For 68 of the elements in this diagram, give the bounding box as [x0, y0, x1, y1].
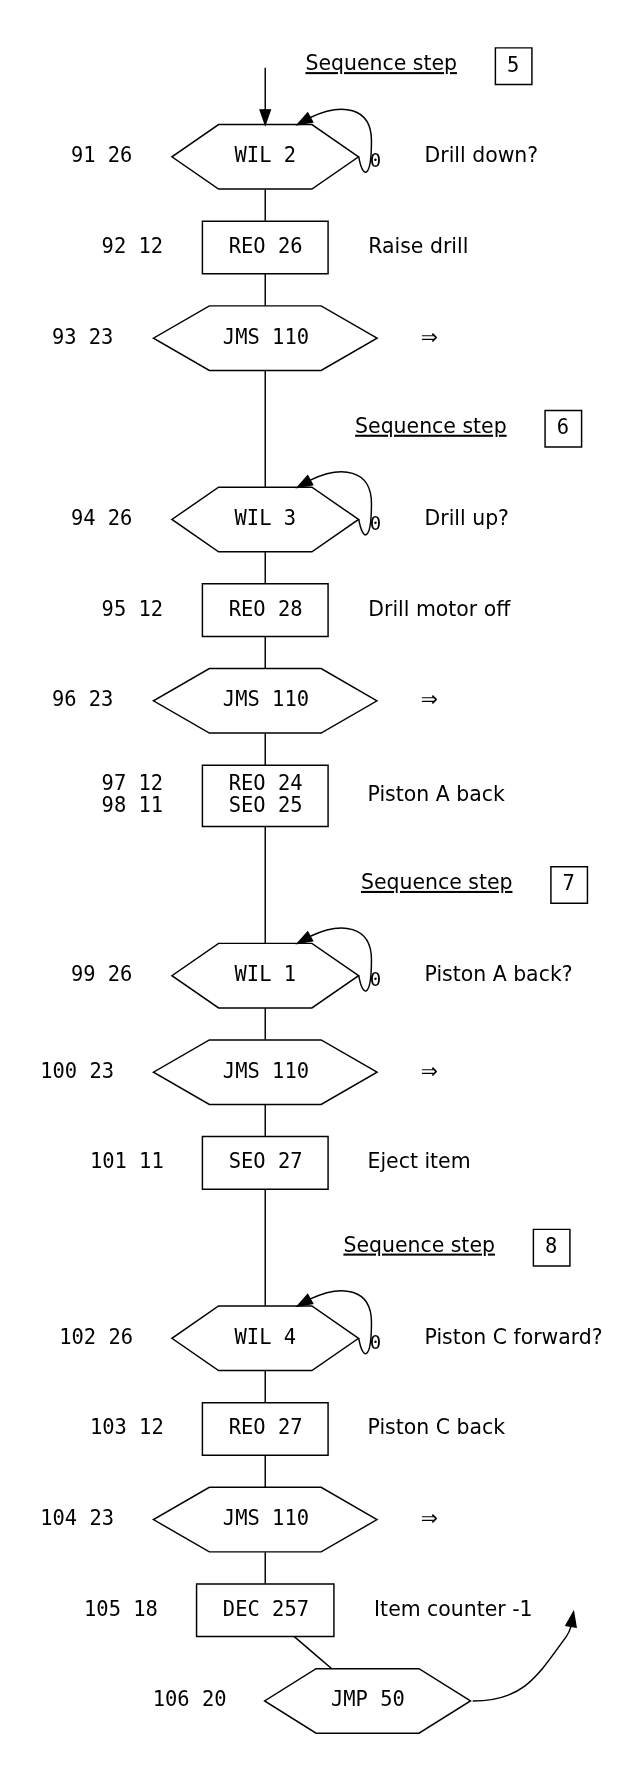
node-label: Piston A back: [367, 782, 505, 807]
node-label: ⇒: [420, 1058, 438, 1083]
arrow: [259, 66, 272, 127]
node-box: REO 26: [201, 220, 329, 275]
node-label: Sequence step: [343, 1232, 495, 1257]
node-box: 7: [550, 866, 589, 904]
edge-label: 0: [369, 1330, 382, 1353]
node-label: 100 23: [40, 1058, 115, 1083]
arrow: [472, 1609, 577, 1702]
node-label: 97 12: [101, 771, 164, 796]
node-label: 91 26: [70, 143, 133, 168]
node-box: REO 24 SEO 25: [201, 764, 329, 828]
connector: [264, 1188, 266, 1307]
node-label: Sequence step: [360, 869, 513, 894]
node-box: REO 28: [201, 583, 329, 638]
connector: [264, 826, 266, 944]
node-label: 102 26: [59, 1324, 134, 1349]
node-label: Piston C back: [367, 1415, 506, 1440]
node-box: 6: [544, 409, 583, 448]
connector: [264, 551, 266, 585]
connector: [264, 188, 266, 222]
node-label: ⇒: [420, 324, 438, 349]
node-label: ⇒: [420, 1506, 438, 1531]
node-box: DEC 257: [195, 1583, 335, 1638]
connector: [264, 635, 266, 670]
arrow: [295, 927, 373, 992]
node-label: 96 23: [51, 687, 114, 712]
node-box: REO 27: [201, 1401, 329, 1456]
edge-label: 0: [369, 968, 382, 990]
connector: [264, 732, 266, 766]
connector: [264, 1007, 266, 1041]
arrow: [295, 1290, 373, 1355]
node-label: 104 23: [40, 1506, 115, 1531]
connector: [264, 1551, 266, 1585]
node-label: Piston C forward?: [424, 1324, 603, 1349]
node-label: Drill up?: [424, 505, 509, 530]
node-box: 8: [532, 1228, 571, 1267]
arrow: [295, 471, 373, 536]
node-label: Item counter -1: [374, 1596, 533, 1621]
node-label: Sequence step: [355, 413, 507, 438]
node-label: Eject item: [367, 1149, 471, 1174]
connector: [264, 1370, 266, 1403]
node-label: 101 11: [89, 1149, 164, 1174]
connector: [264, 1104, 266, 1137]
node-label: Piston A back?: [424, 962, 573, 987]
edge-label: 0: [369, 511, 382, 534]
node-label: 99 26: [70, 962, 133, 987]
node-label: 95 12: [101, 596, 164, 621]
node-label: Raise drill: [368, 233, 469, 258]
node-label: 93 23: [51, 324, 114, 349]
node-box: 5: [494, 47, 533, 86]
arrow: [295, 108, 373, 173]
node-label: Sequence step: [305, 51, 457, 76]
node-label: ⇒: [420, 687, 438, 712]
node-label: 105 18: [84, 1596, 158, 1621]
node-label: Drill motor off: [368, 596, 511, 621]
node-label: 94 26: [70, 505, 133, 530]
edge-label: 0: [369, 149, 382, 172]
node-label: 103 12: [89, 1415, 164, 1440]
node-label: 98 11: [101, 793, 164, 818]
connector: [293, 1635, 333, 1670]
connector: [264, 1454, 266, 1488]
connector: [264, 273, 266, 307]
node-label: 106 20: [152, 1687, 227, 1712]
node-box: SEO 27: [201, 1135, 329, 1190]
node-label: Drill down?: [424, 143, 539, 168]
node-label: 92 12: [101, 233, 164, 258]
connector: [264, 369, 266, 488]
